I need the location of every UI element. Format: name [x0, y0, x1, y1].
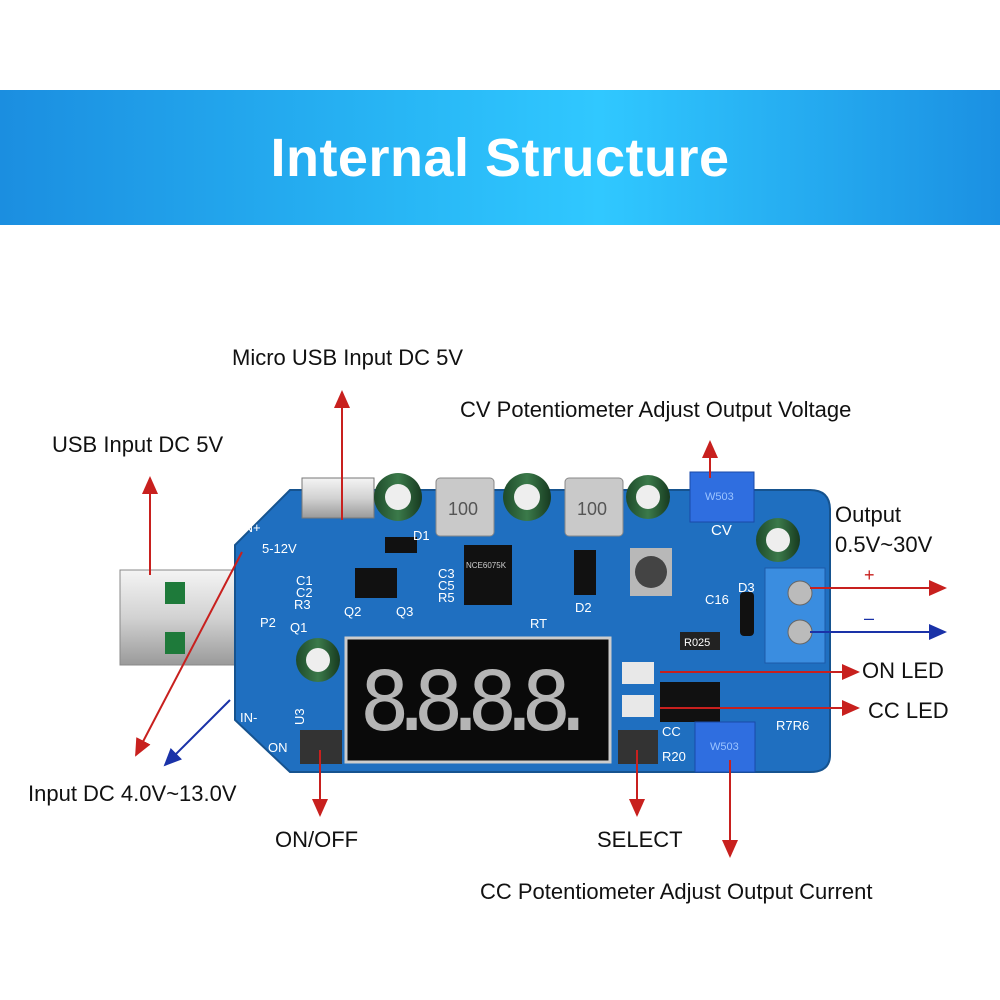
display-digits: 8.8.8.8. — [360, 655, 598, 750]
label-minus: – — [864, 608, 875, 628]
label-plus: + — [864, 565, 875, 585]
svg-text:U3: U3 — [292, 708, 307, 725]
usb-a-plug — [119, 569, 246, 666]
label-output-range: 0.5V~30V — [835, 532, 933, 557]
svg-text:Q2: Q2 — [344, 604, 361, 619]
mosfet — [464, 545, 512, 605]
svg-text:R5: R5 — [438, 590, 455, 605]
inductors: 100 100 — [435, 477, 672, 596]
svg-text:CV: CV — [711, 522, 732, 539]
svg-text:IN-: IN- — [240, 710, 257, 725]
label-on-led: ON LED — [862, 658, 944, 683]
svg-text:R20: R20 — [662, 749, 686, 764]
label-cc-potentiometer: CC Potentiometer Adjust Output Current — [480, 879, 873, 904]
label-usb-input: USB Input DC 5V — [52, 432, 224, 457]
label-on-off: ON/OFF — [275, 827, 359, 852]
cv-pot-marking: W503 — [705, 491, 734, 503]
svg-text:Q1: Q1 — [290, 620, 307, 635]
callout-arrows — [135, 390, 947, 858]
svg-text:D2: D2 — [575, 600, 592, 615]
cc-pot-marking: W503 — [710, 741, 739, 753]
svg-text:D3: D3 — [738, 580, 755, 595]
cc-led — [622, 695, 654, 717]
svg-text:R025: R025 — [684, 637, 710, 649]
svg-text:C16: C16 — [705, 592, 729, 607]
svg-text:RT: RT — [530, 616, 547, 631]
on-led — [622, 662, 654, 684]
svg-text:ON: ON — [268, 740, 288, 755]
svg-text:C2: C2 — [296, 585, 313, 600]
capacitors — [296, 473, 800, 682]
silkscreen: IN+ 5-12V IN- P2 ON C1 C2 R3 Q1 U3 Q2 Q3… — [240, 520, 809, 764]
cc-potentiometer — [694, 721, 756, 773]
svg-text:100: 100 — [577, 499, 607, 519]
svg-text:C1: C1 — [296, 573, 313, 588]
label-select: SELECT — [597, 827, 683, 852]
svg-text:CC: CC — [662, 724, 681, 739]
micro-usb-port — [301, 477, 375, 519]
led-display — [344, 636, 612, 764]
svg-text:100: 100 — [448, 499, 478, 519]
svg-text:Q3: Q3 — [396, 604, 413, 619]
label-cc-led: CC LED — [868, 698, 949, 723]
svg-text:D1: D1 — [413, 528, 430, 543]
svg-text:P2: P2 — [260, 615, 276, 630]
output-terminal-block — [764, 567, 826, 664]
page-title: Internal Structure — [270, 127, 730, 188]
svg-text:5-12V: 5-12V — [262, 541, 297, 556]
svg-text:R3: R3 — [294, 597, 311, 612]
svg-text:R7R6: R7R6 — [776, 718, 809, 733]
svg-text:IN+: IN+ — [240, 520, 261, 535]
title-banner: Internal Structure — [0, 90, 1000, 225]
label-cv-potentiometer: CV Potentiometer Adjust Output Voltage — [460, 397, 852, 422]
svg-text:C3: C3 — [438, 566, 455, 581]
shunt-resistor — [680, 632, 720, 650]
label-input-dc: Input DC 4.0V~13.0V — [28, 781, 237, 806]
label-output: Output — [835, 502, 902, 527]
label-micro-usb: Micro USB Input DC 5V — [232, 345, 464, 370]
cv-potentiometer — [689, 471, 755, 523]
mosfet-marking: NCE6075K — [466, 561, 507, 570]
svg-text:C5: C5 — [438, 578, 455, 593]
